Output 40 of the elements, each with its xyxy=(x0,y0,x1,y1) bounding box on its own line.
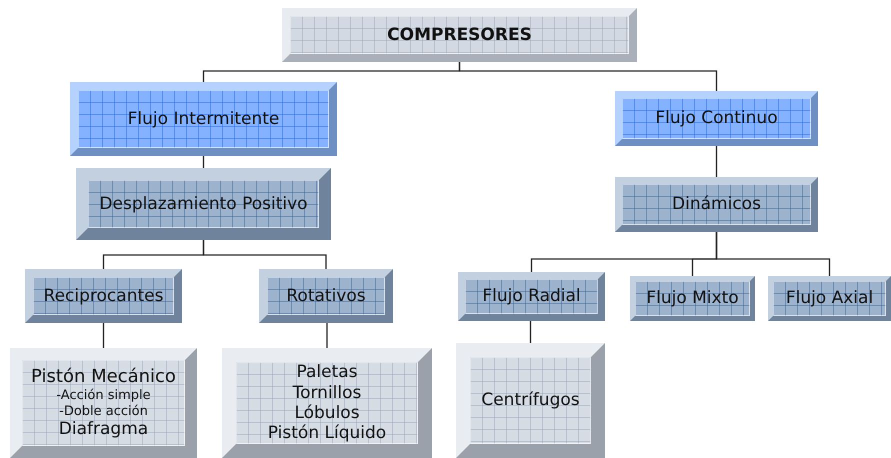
category-box xyxy=(458,272,605,321)
box-label: Flujo Intermitente xyxy=(128,108,280,130)
category-box xyxy=(615,177,818,232)
connector-line xyxy=(716,232,830,276)
connector-line xyxy=(716,146,718,177)
box-label: Pistón Líquido xyxy=(268,423,386,444)
category-box xyxy=(630,276,755,321)
box-label: Tornillos xyxy=(292,382,362,403)
box-label: Paletas xyxy=(296,362,358,383)
category-box xyxy=(456,343,605,458)
box-label: Flujo Radial xyxy=(482,286,581,307)
box-label: Flujo Continuo xyxy=(655,108,778,129)
box-label: Dinámicos xyxy=(672,194,761,215)
box-label: Flujo Axial xyxy=(786,288,874,309)
category-box xyxy=(222,348,432,458)
box-label: Rotativos xyxy=(286,286,366,306)
category-box xyxy=(10,348,197,458)
category-box xyxy=(76,168,331,240)
category-box xyxy=(70,82,337,156)
connector-line xyxy=(530,321,532,343)
box-label: Reciprocantes xyxy=(44,286,164,306)
category-box xyxy=(768,276,891,321)
connector-line xyxy=(326,323,328,348)
box-label: Diafragma xyxy=(58,419,148,440)
connector-line xyxy=(458,62,718,91)
box-label: -Acción simple xyxy=(56,388,151,404)
category-box xyxy=(25,269,182,323)
connector-line xyxy=(202,240,327,269)
box-label: Centrífugos xyxy=(481,390,580,411)
category-box xyxy=(615,91,818,146)
box-label: Flujo Mixto xyxy=(646,288,739,309)
box-label: Desplazamiento Positivo xyxy=(99,194,308,214)
title-text: COMPRESORES xyxy=(387,24,532,46)
box-label: -Doble acción xyxy=(59,404,148,420)
box-label: Pistón Mecánico xyxy=(31,366,176,388)
category-box xyxy=(282,8,637,62)
category-box xyxy=(259,269,393,323)
connector-line xyxy=(202,156,204,168)
connector-line xyxy=(102,323,104,348)
box-label: Lóbulos xyxy=(294,403,360,424)
